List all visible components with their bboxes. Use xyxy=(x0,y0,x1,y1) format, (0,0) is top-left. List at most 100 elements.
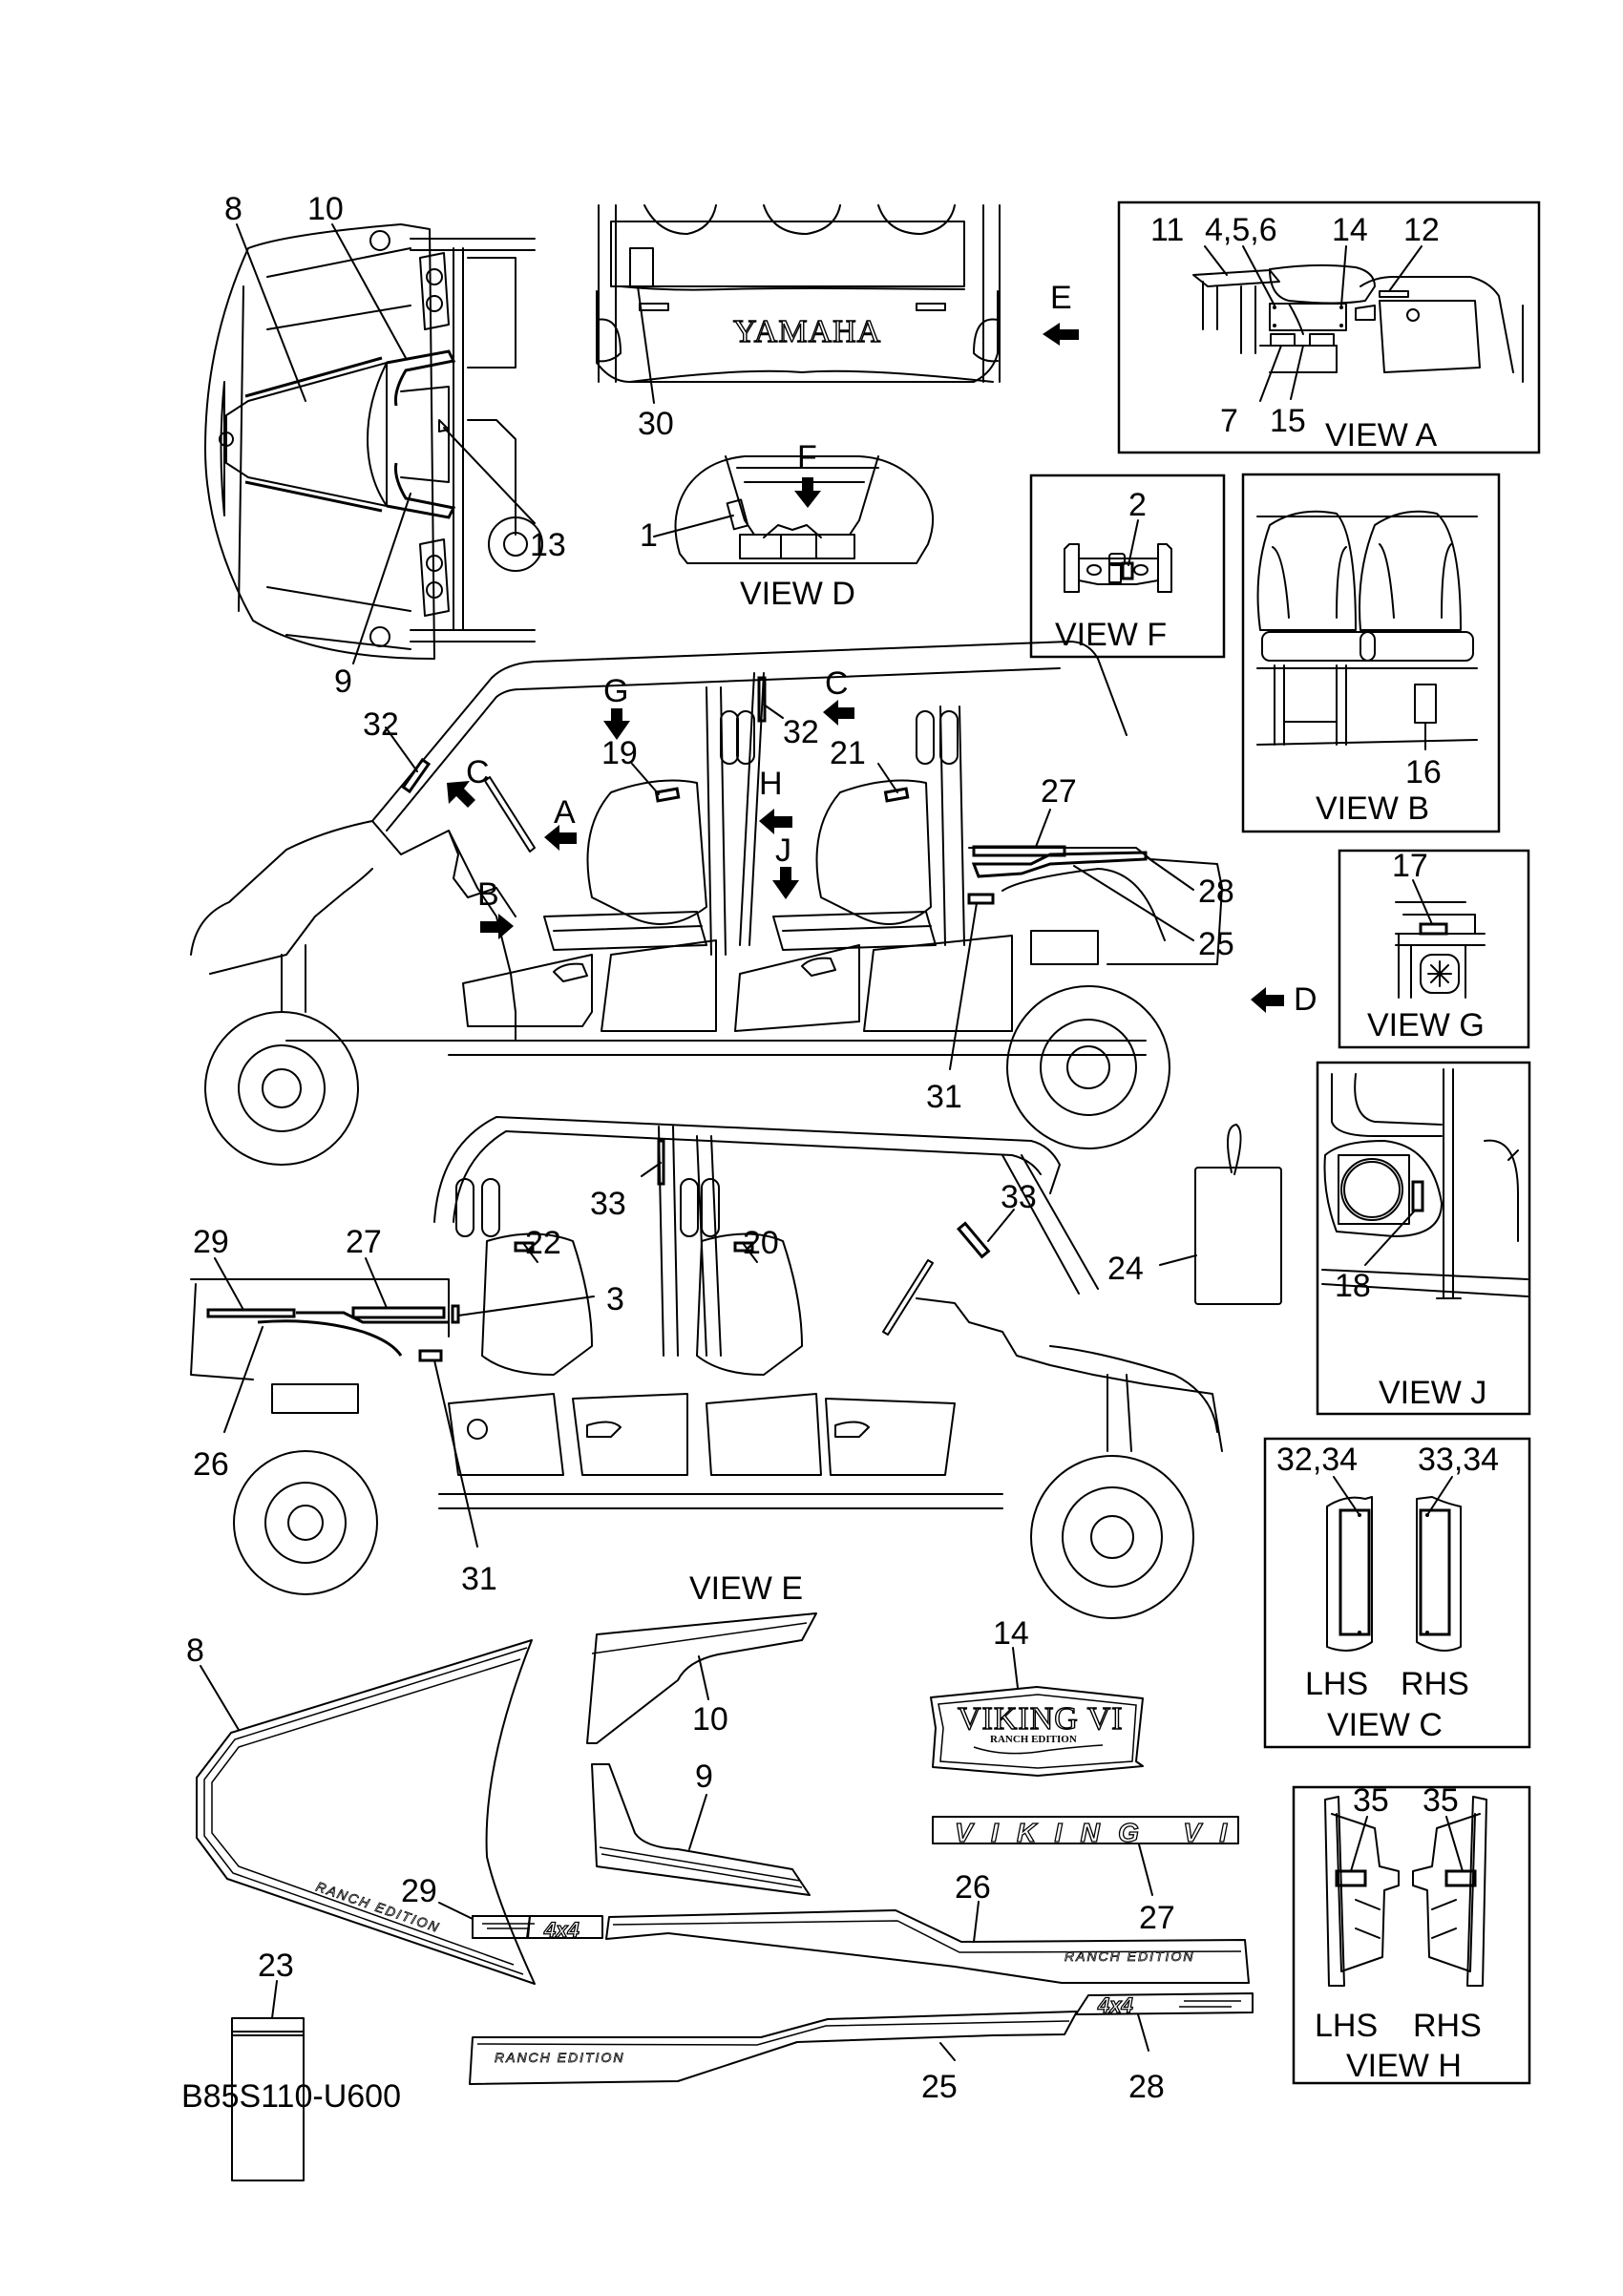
view-g-title: VIEW G xyxy=(1367,1007,1485,1043)
decal-8-9-10-callouts: 8 10 9 xyxy=(186,1632,728,1850)
view-j-frame xyxy=(1316,1061,1531,1416)
view-a-frame xyxy=(1117,200,1541,454)
view-a: 11 4,5,6 14 12 7 15 VIEW A xyxy=(1117,200,1541,454)
decal-9 xyxy=(591,1763,811,1896)
callout-33-mid: 33 xyxy=(590,1186,626,1222)
decal-25: RANCH EDITION 25 xyxy=(469,2011,1078,2105)
callout-32-front: 32 xyxy=(363,706,399,743)
callout-27-decal: 27 xyxy=(1139,1900,1175,1936)
callout-22: 22 xyxy=(525,1225,561,1261)
arrow-down-icon xyxy=(794,477,821,508)
top-view-front xyxy=(204,223,543,660)
callout-27: 27 xyxy=(1041,773,1077,810)
arrow-label-b: B xyxy=(477,876,499,913)
callout-11: 11 xyxy=(1150,212,1184,248)
callout-8-decal: 8 xyxy=(186,1632,204,1669)
view-d-title: VIEW D xyxy=(740,576,855,612)
view-c-title: VIEW C xyxy=(1327,1707,1443,1743)
arrow-left-icon xyxy=(823,700,854,726)
callout-27-right: 27 xyxy=(346,1224,382,1260)
callout-19: 19 xyxy=(601,735,638,771)
decal-28: 4x4 28 xyxy=(1075,1992,1254,2105)
side-view-right xyxy=(190,1116,1223,1619)
side-view-right-callouts: 33 33 29 27 22 20 3 24 26 31 VIEW E xyxy=(193,1162,1197,1607)
view-c-lhs-label: LHS xyxy=(1305,1666,1368,1702)
decal-29-4x4-text: 4x4 xyxy=(543,1918,580,1942)
callout-9-decal: 9 xyxy=(695,1759,713,1795)
callout-33-34: 33,34 xyxy=(1418,1442,1499,1478)
arrow-down-icon xyxy=(772,867,799,899)
rear-view: YAMAHA 30 E xyxy=(596,204,1079,442)
callout-18: 18 xyxy=(1335,1268,1371,1304)
view-e-title: VIEW E xyxy=(689,1570,803,1607)
callout-28: 28 xyxy=(1198,874,1234,910)
decal-26: RANCH EDITION 26 xyxy=(605,1869,1250,1984)
yamaha-logo: YAMAHA xyxy=(733,314,881,349)
ranch-edition-text-26: RANCH EDITION xyxy=(1064,1948,1194,1964)
callout-29-decal: 29 xyxy=(401,1873,437,1909)
callout-32-34: 32,34 xyxy=(1276,1442,1358,1478)
callout-31-right: 31 xyxy=(461,1561,497,1597)
callout-30: 30 xyxy=(638,406,674,442)
hang-tag-24 xyxy=(1194,1124,1282,1305)
view-b-title: VIEW B xyxy=(1316,790,1429,827)
arrow-left-icon xyxy=(1043,323,1079,346)
view-d: 1 F VIEW D xyxy=(640,439,935,612)
arrow-left-icon xyxy=(544,825,577,851)
callout-14-decal: 14 xyxy=(993,1615,1029,1652)
view-f-frame xyxy=(1029,474,1226,659)
decal-8: RANCH EDITION xyxy=(196,1639,536,1985)
emblem-ranch-edition-text: RANCH EDITION xyxy=(990,1734,1077,1745)
callout-16: 16 xyxy=(1405,754,1442,790)
arrow-label-h: H xyxy=(759,766,783,802)
emblem-14: VIKING VI RANCH EDITION 14 xyxy=(930,1615,1144,1777)
callout-17: 17 xyxy=(1392,848,1428,884)
ranch-edition-text-25: RANCH EDITION xyxy=(495,2050,624,2065)
view-f: 2 VIEW F xyxy=(1029,474,1226,659)
view-f-title: VIEW F xyxy=(1055,617,1167,653)
view-h-frame xyxy=(1292,1785,1531,2085)
decal-27-viking-text: VIKING VI xyxy=(955,1818,1228,1847)
view-h-lhs-label: LHS xyxy=(1315,2008,1378,2044)
callout-32-mid: 32 xyxy=(783,714,819,750)
callout-13: 13 xyxy=(530,527,566,563)
callout-20: 20 xyxy=(743,1225,779,1261)
view-h-rhs-label: RHS xyxy=(1413,2008,1482,2044)
view-b-frame xyxy=(1241,473,1501,833)
view-j-title: VIEW J xyxy=(1379,1375,1486,1411)
decal-10 xyxy=(586,1612,817,1744)
top-view-callouts: 8 10 13 9 xyxy=(224,191,566,700)
callout-23: 23 xyxy=(258,1948,294,1984)
callout-10: 10 xyxy=(307,191,344,227)
arrow-left-icon xyxy=(759,809,792,834)
arrow-label-g: G xyxy=(603,673,628,709)
view-h: 35 35 LHS RHS VIEW H xyxy=(1292,1782,1531,2085)
callout-7: 7 xyxy=(1220,403,1238,439)
view-c: 32,34 33,34 LHS RHS VIEW C xyxy=(1263,1437,1531,1749)
callout-21: 21 xyxy=(830,735,866,771)
decal-29: 4x4 29 xyxy=(401,1873,603,1943)
drawing-code: B85S110-U600 xyxy=(181,2078,401,2115)
callout-24: 24 xyxy=(1107,1251,1144,1287)
side-view-left xyxy=(190,641,1223,1166)
callout-28-decal: 28 xyxy=(1128,2069,1165,2105)
callout-35-rhs: 35 xyxy=(1423,1782,1459,1819)
view-b: 16 VIEW B xyxy=(1241,473,1501,833)
arrow-label-a: A xyxy=(554,794,576,831)
view-c-rhs-label: RHS xyxy=(1401,1666,1469,1702)
arrow-left-icon xyxy=(1251,987,1284,1013)
callout-3: 3 xyxy=(606,1281,624,1317)
label-23: 23 xyxy=(231,1948,305,2181)
arrow-label-j: J xyxy=(775,832,791,869)
callout-29: 29 xyxy=(193,1224,229,1260)
callout-25-decal: 25 xyxy=(921,2069,958,2105)
arrow-up-left-icon xyxy=(447,781,475,808)
callout-2: 2 xyxy=(1128,487,1147,523)
arrow-right-icon xyxy=(480,914,514,939)
emblem-viking-text: VIKING VI xyxy=(958,1701,1124,1737)
view-g: 17 VIEW G xyxy=(1338,848,1530,1049)
view-arrow-f-label: F xyxy=(797,439,817,475)
view-a-title: VIEW A xyxy=(1325,417,1437,453)
view-g-frame xyxy=(1338,849,1530,1049)
